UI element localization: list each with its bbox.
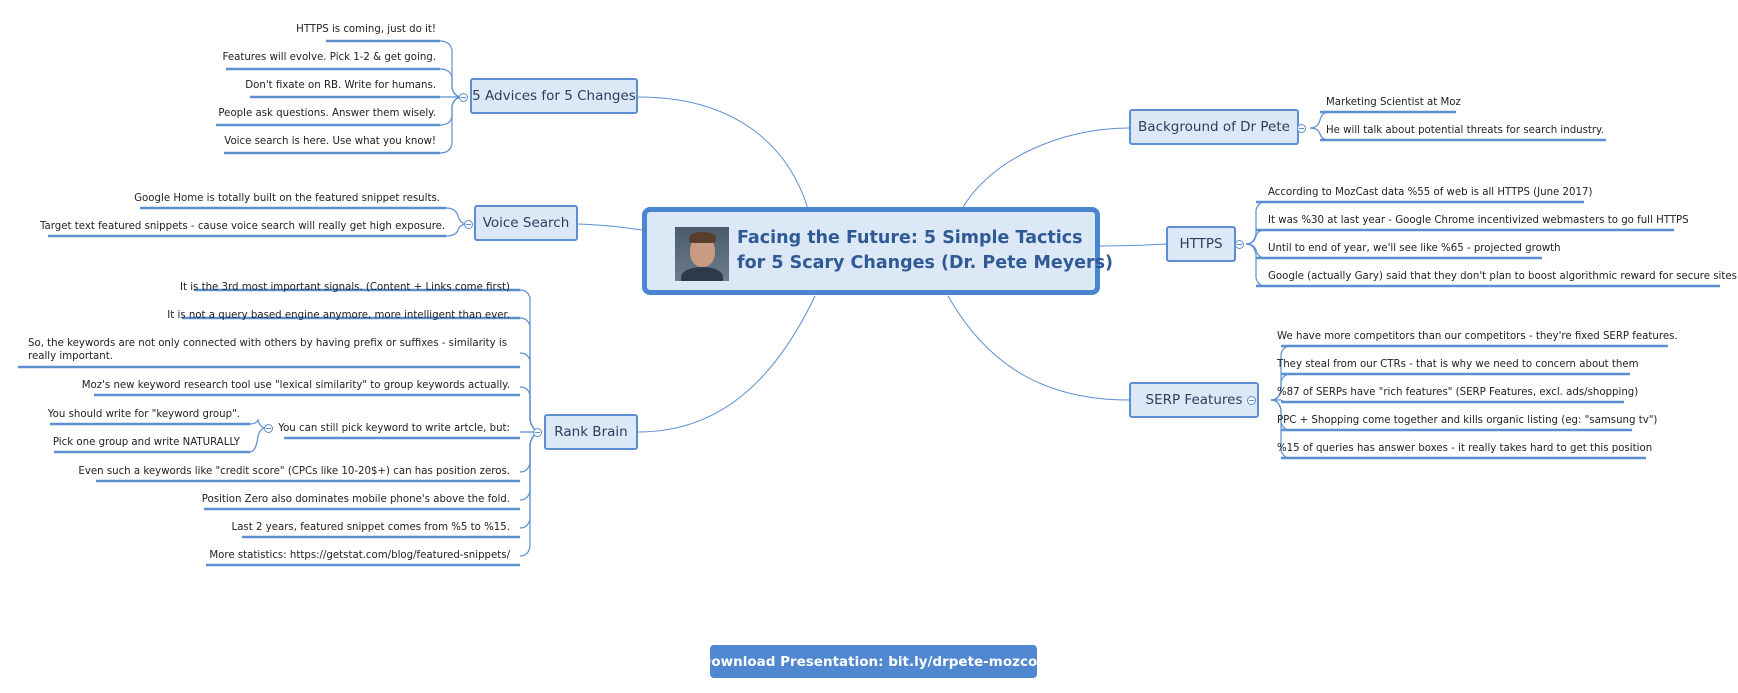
advice-item: Don't fixate on RB. Write for humans. — [245, 80, 436, 91]
topic-serp-label: SERP Features — [1145, 392, 1243, 408]
rankbrain-item: More statistics: https://getstat.com/blo… — [209, 550, 510, 561]
central-topic[interactable]: Facing the Future: 5 Simple Tactics for … — [642, 207, 1114, 295]
background-item: He will talk about potential threats for… — [1326, 125, 1604, 136]
topic-https[interactable]: HTTPS — [1166, 226, 1236, 262]
https-item: Google (actually Gary) said that they do… — [1268, 271, 1738, 282]
central-title-line1: Facing the Future: 5 Simple Tactics — [737, 228, 1083, 248]
rankbrain-item: Last 2 years, featured snippet comes fro… — [231, 522, 510, 533]
collapse-background-icon[interactable] — [1297, 124, 1306, 133]
link-rankbrain — [637, 295, 816, 433]
topic-background-label: Background of Dr Pete — [1138, 119, 1290, 135]
collapse-voice-icon[interactable] — [464, 220, 473, 229]
central-title-line2: for 5 Scary Changes (Dr. Pete Meyers) — [737, 253, 1114, 273]
link-background — [961, 127, 1130, 210]
central-title: Facing the Future: 5 Simple Tactics for … — [737, 226, 1114, 276]
topic-https-label: HTTPS — [1179, 236, 1223, 252]
topic-advices-label: 5 Advices for 5 Changes — [472, 88, 636, 104]
rankbrain-item: So, the keywords are not only connected … — [28, 338, 508, 362]
collapse-rankbrain-icon[interactable] — [533, 428, 542, 437]
voice-item: Target text featured snippets - cause vo… — [40, 221, 446, 232]
serp-item: PPC + Shopping come together and kills o… — [1277, 415, 1658, 426]
collapse-keyword-icon[interactable] — [264, 424, 273, 433]
voice-item: Google Home is totally built on the feat… — [134, 193, 440, 204]
serp-item: %15 of queries has answer boxes - it rea… — [1277, 443, 1653, 454]
advice-item: Features will evolve. Pick 1-2 & get goi… — [222, 52, 436, 63]
rankbrain-item: Position Zero also dominates mobile phon… — [201, 494, 510, 505]
download-label: Download Presentation: bit.ly/drpete-moz… — [700, 653, 1047, 670]
link-voice — [577, 223, 643, 231]
serp-item: We have more competitors than our compet… — [1277, 331, 1678, 342]
serp-item: %87 of SERPs have "rich features" (SERP … — [1277, 387, 1639, 398]
topic-serp-features[interactable]: SERP Features — [1129, 382, 1259, 418]
link-advices — [637, 96, 809, 210]
topic-rank-brain[interactable]: Rank Brain — [544, 414, 638, 450]
download-presentation-button[interactable]: Download Presentation: bit.ly/drpete-moz… — [700, 645, 1047, 678]
topic-voice-search[interactable]: Voice Search — [474, 205, 578, 241]
topic-voice-label: Voice Search — [482, 215, 570, 231]
topic-advices[interactable]: 5 Advices for 5 Changes — [470, 78, 638, 114]
collapse-https-icon[interactable] — [1235, 240, 1244, 249]
keyword-child-item: Pick one group and write NATURALLY — [52, 437, 240, 448]
speaker-photo — [675, 227, 729, 281]
link-serp — [947, 295, 1130, 401]
rankbrain-item: It is the 3rd most important signals. (C… — [179, 282, 510, 293]
rankbrain-item: Even such a keywords like "credit score"… — [78, 466, 510, 477]
collapse-serp-icon[interactable] — [1247, 396, 1256, 405]
keyword-child-item: You should write for "keyword group". — [47, 409, 240, 420]
advice-item: People ask questions. Answer them wisely… — [218, 108, 436, 119]
serp-item: They steal from our CTRs - that is why w… — [1277, 359, 1639, 370]
collapse-advices-icon[interactable] — [459, 93, 468, 102]
rankbrain-item: It is not a query based engine anymore, … — [167, 310, 510, 321]
rankbrain-item: You can still pick keyword to write artc… — [278, 423, 510, 434]
https-item: According to MozCast data %55 of web is … — [1268, 187, 1593, 198]
https-item: It was %30 at last year - Google Chrome … — [1268, 215, 1689, 226]
https-item: Until to end of year, we'll see like %65… — [1268, 243, 1561, 254]
advice-item: HTTPS is coming, just do it! — [296, 24, 436, 35]
rankbrain-item: Moz's new keyword research tool use "lex… — [81, 380, 510, 391]
background-item: Marketing Scientist at Moz — [1326, 97, 1461, 108]
link-https — [1099, 243, 1167, 247]
topic-rankbrain-label: Rank Brain — [554, 424, 628, 440]
topic-background[interactable]: Background of Dr Pete — [1129, 109, 1299, 145]
advice-item: Voice search is here. Use what you know! — [224, 136, 436, 147]
